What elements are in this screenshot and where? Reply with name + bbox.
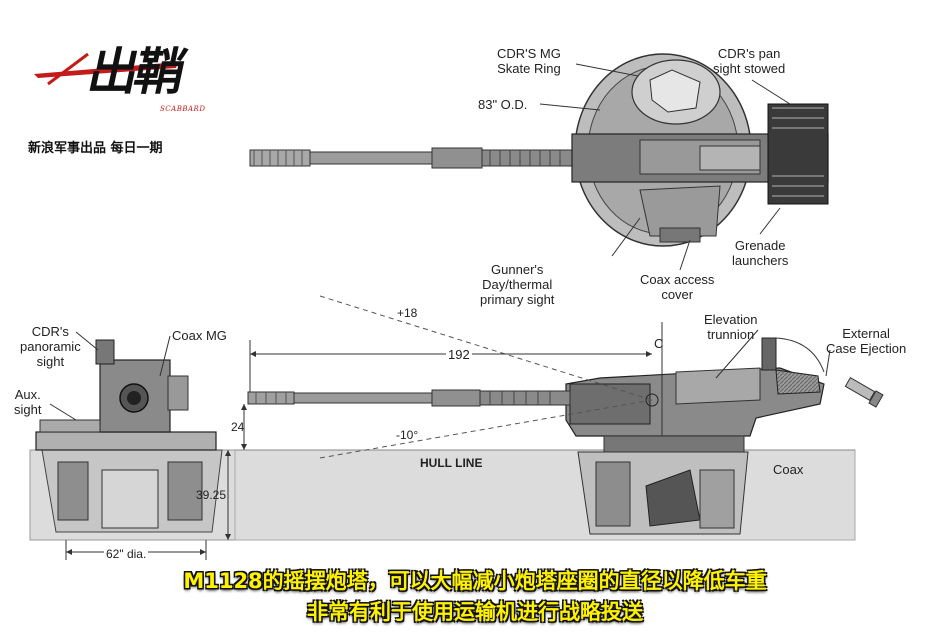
front-view — [29, 331, 241, 560]
logo-brand-sub: SCABBARD — [160, 105, 206, 113]
caption-line-1: M1128的摇摆炮塔，可以大幅减小炮塔座圈的直径以降低车重 — [183, 569, 767, 593]
label-hull-line: HULL LINE — [420, 456, 483, 470]
caption-line-2: 非常有利于使用运输机进行战略投送 — [307, 600, 643, 624]
ejection-arc — [775, 337, 825, 373]
leader-skate-ring — [575, 63, 639, 77]
hull-side — [234, 449, 856, 541]
label-192: 192 — [446, 347, 472, 362]
label-coax-mg: Coax MG — [172, 328, 227, 343]
label-62-dia: 62" dia. — [104, 547, 149, 562]
logo-slash-icon — [34, 52, 178, 86]
barrel-top — [309, 151, 433, 165]
label-plus18: +18 — [397, 306, 418, 320]
muzzle-side — [247, 391, 295, 405]
elev-plus18-line — [319, 295, 653, 401]
label-coax: Coax — [773, 462, 804, 477]
muzzle-brake-top — [249, 149, 311, 167]
label-3925: 39.25 — [196, 488, 227, 502]
side-view — [234, 295, 884, 541]
label-od: 83" O.D. — [478, 97, 528, 112]
top-view — [249, 53, 829, 271]
label-minus10: -10° — [396, 428, 419, 442]
brand-logo: 出鞘 SCABBARD — [28, 14, 208, 114]
label-aux-sight: Aux.sight — [14, 387, 42, 417]
elev-minus10-line — [319, 399, 653, 459]
ejected-case-icon — [844, 376, 884, 408]
grenade-launchers — [767, 103, 829, 205]
logo-tagline: 新浪军事出品 每日一期 — [28, 141, 163, 156]
label-24: 24 — [231, 420, 245, 434]
barrel-side — [293, 392, 433, 404]
label-c: C — [654, 336, 664, 351]
